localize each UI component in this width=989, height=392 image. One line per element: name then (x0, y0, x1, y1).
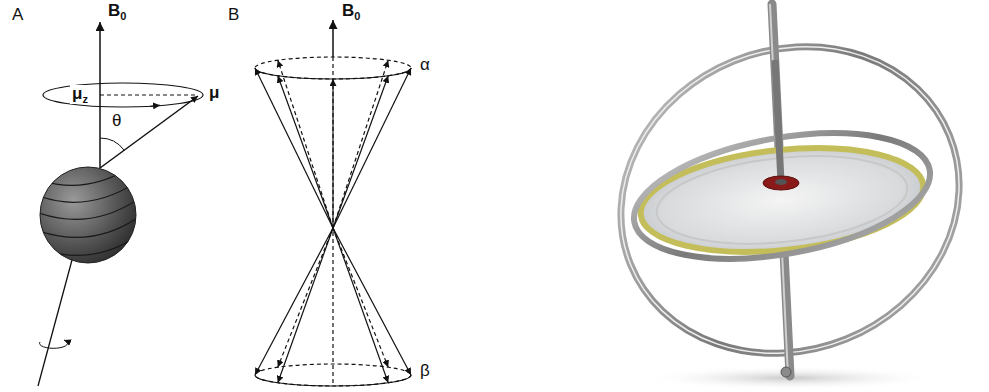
field-label: B0 (106, 2, 128, 21)
moment-vector (100, 96, 198, 168)
sphere-bands-part (36, 198, 140, 219)
beta-spin-vectors-part (255, 228, 333, 375)
sphere-bands-part (36, 234, 140, 255)
sphere-bands-part (40, 164, 136, 185)
angle-label: θ (110, 112, 123, 131)
alpha-spin-vectors-part (333, 76, 388, 228)
alpha-spin-vectors-part (332, 79, 333, 228)
sphere-bands (36, 164, 140, 255)
panel-letter: B (226, 6, 241, 25)
outer-gimbal-highlight (574, 0, 989, 392)
precession-ellipse (43, 83, 203, 107)
angle-arc (100, 138, 124, 150)
field-axis-dashed (332, 57, 333, 386)
field-label: B0 (340, 2, 362, 21)
alpha-spin-vectors (255, 60, 411, 228)
vector-label: μ (207, 84, 221, 103)
outer-gimbal (574, 0, 989, 392)
gyroscope-picture (574, 0, 989, 392)
alpha-spin-vectors-part (333, 68, 411, 228)
sphere-bands-part (36, 180, 140, 202)
rotor-hub (763, 176, 799, 190)
beta-spin-vectors-part (333, 228, 388, 367)
beta-spin-vectors-part (278, 228, 333, 383)
beta-spin-vectors-part (278, 228, 333, 367)
alpha-spin-vectors-part (255, 68, 333, 228)
beta-spin-vectors-part (333, 228, 388, 383)
beta-spin-vectors-part (333, 228, 411, 375)
rotation-arrow (40, 340, 68, 348)
panel-b-drawing (255, 20, 411, 386)
axle-foot (781, 367, 791, 377)
sphere-bands-part (36, 216, 140, 237)
hub-axle (775, 179, 787, 185)
spin-axis (38, 260, 72, 386)
field-axis (332, 20, 334, 57)
alpha-spin-vectors-part (278, 76, 333, 228)
component-label: μz (70, 85, 90, 104)
spinning-sphere (40, 167, 136, 263)
alpha-spin-vectors-part (278, 60, 333, 228)
axle-upper (775, 60, 781, 182)
panel-letter: A (10, 6, 25, 25)
panel-a-drawing (36, 22, 203, 386)
precession-arrow (150, 105, 160, 106)
state-label: β (418, 362, 432, 381)
state-label: α (418, 56, 432, 75)
alpha-spin-vectors-part (333, 60, 388, 228)
beta-spin-vectors (255, 228, 411, 383)
projection-line (100, 94, 196, 95)
